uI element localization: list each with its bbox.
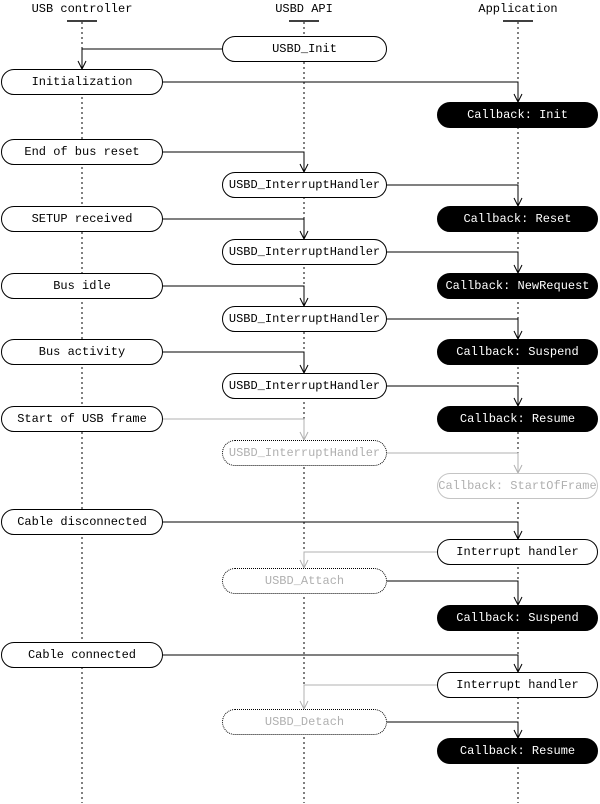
lane-header-usb-controller: USB controller [31,2,133,16]
node-initialization-1: Initialization [1,69,163,95]
node-usbd-interrupthandler-10: USBD_InterruptHandler [222,306,387,332]
node-bus-idle-8: Bus idle [1,273,163,299]
edge-15 [163,654,519,672]
edge-12 [163,521,519,539]
node-callback-resume-25: Callback: Resume [437,738,598,764]
node-usbd-attach-20: USBD_Attach [222,568,387,594]
node-usbd-init-0: USBD_Init [222,36,387,62]
edge-16 [303,684,437,709]
edge-4 [163,218,305,239]
node-interrupt-handler-23: Interrupt handler [437,672,598,698]
node-callback-suspend-21: Callback: Suspend [437,605,598,631]
edge-17 [387,721,519,738]
node-usbd-interrupthandler-16: USBD_InterruptHandler [222,440,387,466]
edge-8 [163,351,305,373]
node-callback-reset-6: Callback: Reset [437,206,598,232]
node-callback-init-2: Callback: Init [437,102,598,128]
node-cable-disconnected-18: Cable disconnected [1,509,163,535]
edge-2 [163,151,305,172]
node-cable-connected-22: Cable connected [1,642,163,668]
node-callback-suspend-12: Callback: Suspend [437,339,598,365]
edge-5 [387,251,519,273]
edge-3 [387,184,519,206]
edge-14 [387,580,519,605]
edge-1 [163,81,519,102]
edge-9 [387,385,519,406]
node-callback-resume-15: Callback: Resume [437,406,598,432]
node-usbd-interrupthandler-13: USBD_InterruptHandler [222,373,387,399]
edge-0 [81,48,222,69]
node-usbd-detach-24: USBD_Detach [222,709,387,735]
node-usbd-interrupthandler-7: USBD_InterruptHandler [222,239,387,265]
edge-13 [303,551,437,568]
node-start-of-usb-frame-14: Start of USB frame [1,406,163,432]
edge-10 [163,418,305,440]
edge-6 [163,285,305,306]
node-end-of-bus-reset-3: End of bus reset [1,139,163,165]
edge-7 [387,318,519,339]
node-callback-startofframe-17: Callback: StartOfFrame [437,473,598,499]
lane-header-usbd-api: USBD API [275,2,333,16]
node-callback-newrequest-9: Callback: NewRequest [437,273,598,299]
node-setup-received-5: SETUP received [1,206,163,232]
lane-header-application: Application [478,2,558,16]
edge-11 [387,452,519,473]
node-usbd-interrupthandler-4: USBD_InterruptHandler [222,172,387,198]
node-interrupt-handler-19: Interrupt handler [437,539,598,565]
node-bus-activity-11: Bus activity [1,339,163,365]
